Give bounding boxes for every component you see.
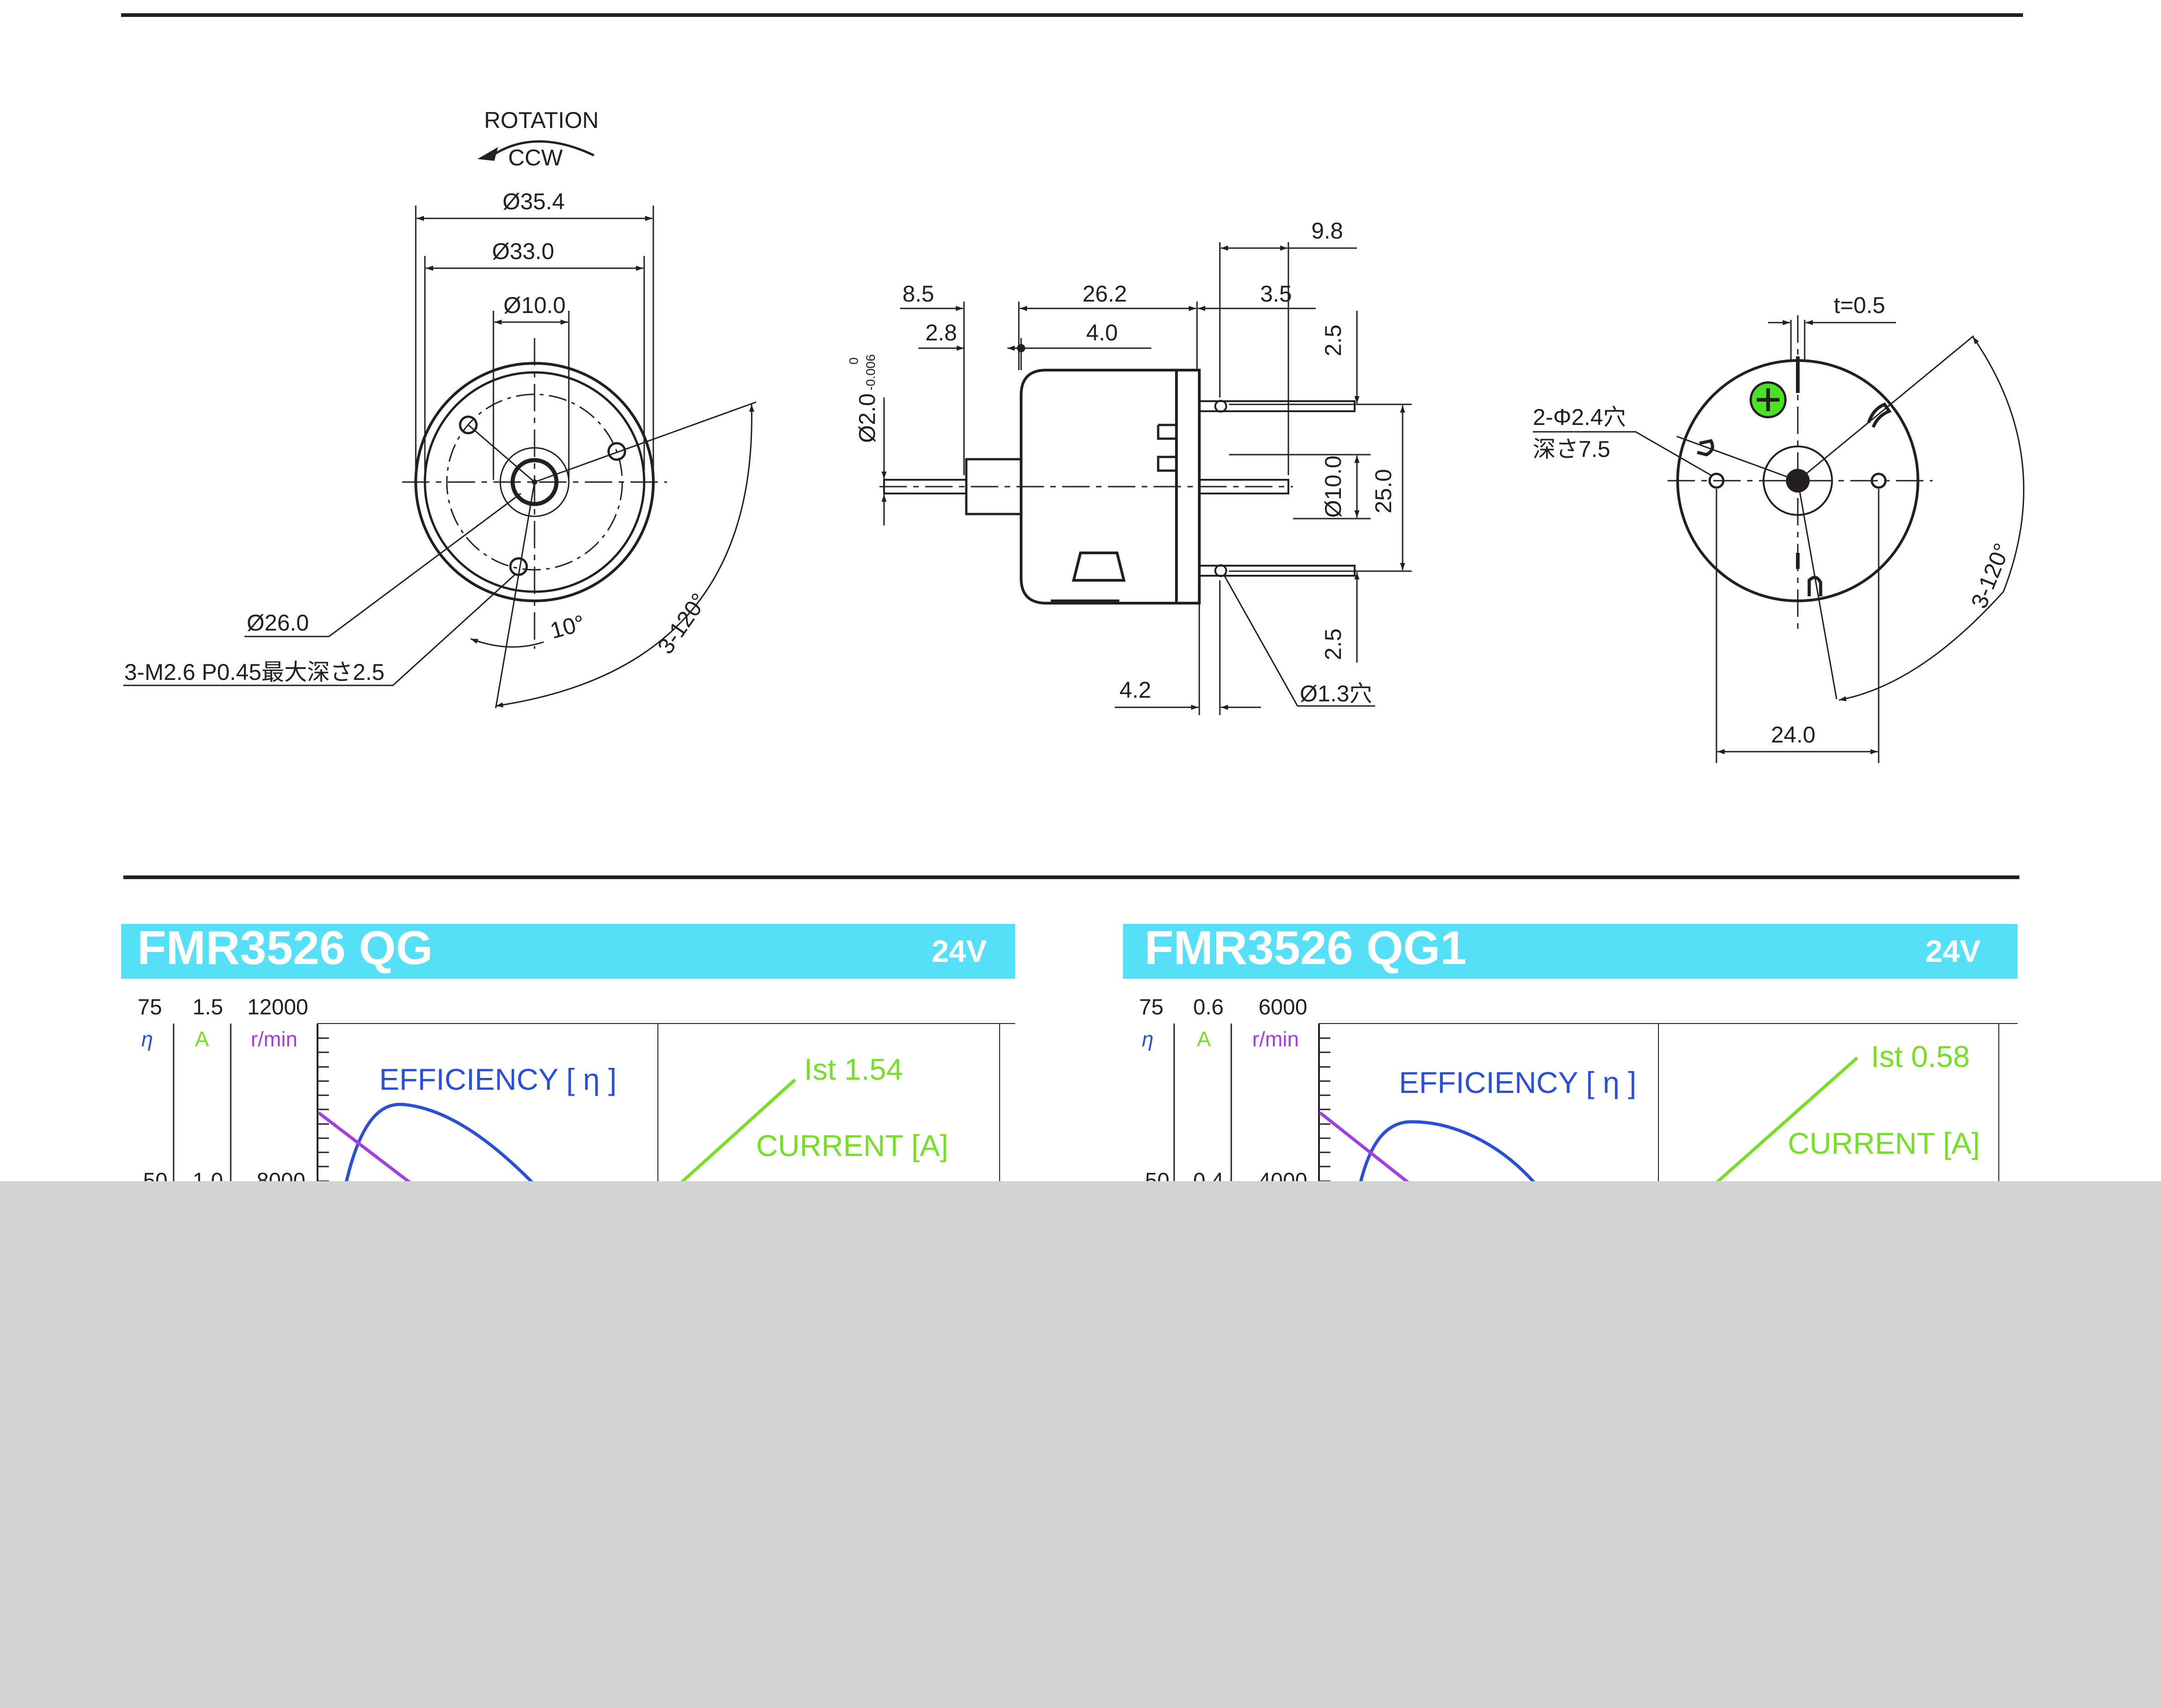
rear-thickness: t=0.5	[1834, 292, 1886, 318]
panel-model-qg1: FMR3526 QG1	[1144, 922, 1467, 975]
rear-boss	[1763, 446, 1833, 516]
dim-pcd: Ø26.0	[247, 610, 309, 636]
eta-top-qg: 75	[138, 995, 162, 1019]
dim-9-8: 9.8	[1311, 218, 1343, 244]
efficiency-curve-qg1	[1357, 1120, 1536, 1188]
rear-view: t=0.5 2-Φ2.4穴 深さ7.5 3-120° 24.0	[1533, 292, 2024, 763]
speed-curve-qg1	[1319, 1111, 1411, 1185]
rotation-label: ROTATION	[484, 107, 599, 133]
side-body	[1020, 369, 1178, 605]
screw-note: 3-M2.6 P0.45最大深さ2.5	[124, 659, 385, 685]
leader-pcd	[244, 493, 521, 637]
front-screw-hole-1	[459, 415, 478, 435]
dim-dia-outer: Ø35.4	[503, 189, 565, 214]
performance-panel-qg1: FMR3526 QG1 24V 75 0.6 6000 η A r/min 50…	[1123, 922, 2018, 1193]
dim-dia-boss: Ø10.0	[503, 292, 566, 318]
rear-slot-1	[1697, 439, 1714, 456]
front-view: ROTATION CCW Ø35.4 Ø33.0 Ø10.0	[123, 107, 757, 709]
dim-4-0: 4.0	[1086, 320, 1118, 345]
efficiency-label-qg1: EFFICIENCY [ η ]	[1399, 1066, 1637, 1099]
rotation-direction: CCW	[508, 145, 563, 170]
panel-voltage-qg1: 24V	[1925, 934, 1981, 969]
angle-arc-120	[495, 404, 755, 708]
rear-hole-note-1: 2-Φ2.4穴	[1533, 404, 1626, 430]
dim-dia-body: Ø33.0	[492, 239, 554, 264]
rpm-top-qg: 12000	[247, 995, 308, 1019]
panel-header-qg1	[1123, 924, 2018, 979]
rpm-top-qg1: 6000	[1259, 995, 1308, 1019]
rotation-arrow	[490, 140, 595, 158]
dim-2-5-bottom: 2.5	[1320, 628, 1346, 660]
leader-screw	[123, 573, 517, 686]
leader-terminal-hole	[1224, 575, 1375, 707]
current-label-qg: CURRENT [A]	[756, 1129, 948, 1162]
rpm-symbol-qg: r/min	[251, 1027, 297, 1051]
amp-top-qg: 1.5	[193, 995, 223, 1019]
panel-voltage-qg: 24V	[932, 934, 987, 969]
amp-symbol-qg1: A	[1197, 1027, 1211, 1051]
hole-note: Ø1.3穴	[1300, 681, 1372, 706]
dim-2-8: 2.8	[925, 320, 957, 345]
side-terminal-top	[1198, 400, 1356, 412]
efficiency-label-qg: EFFICIENCY [ η ]	[379, 1062, 617, 1096]
rear-angle-arc	[1838, 336, 2024, 701]
angle-120-rear: 3-120°	[1966, 540, 2015, 612]
dim-8-5: 8.5	[902, 281, 934, 307]
dim-26-2: 26.2	[1082, 281, 1127, 307]
rear-hole-left	[1708, 472, 1725, 489]
rear-hole-pitch: 24.0	[1771, 722, 1815, 748]
dim-shaft-tol-lower: -0.006	[863, 354, 878, 390]
grey-overlay	[0, 1181, 2161, 1708]
eta-top-qg1: 75	[1139, 995, 1163, 1019]
eta-symbol-qg1: η	[1142, 1027, 1154, 1051]
dim-2-5-top: 2.5	[1320, 324, 1346, 356]
rear-hole-note-2: 深さ7.5	[1533, 436, 1610, 462]
dim-shaft-tol-upper: 0	[847, 357, 861, 365]
side-endcap-notch	[1157, 424, 1178, 472]
panel-model-qg: FMR3526 QG	[137, 922, 433, 975]
dim-3-5: 3.5	[1260, 281, 1292, 307]
current-curve-qg	[675, 1078, 796, 1188]
amp-top-qg1: 0.6	[1193, 995, 1224, 1019]
efficiency-curve-qg	[343, 1103, 538, 1188]
dim-boss-10: Ø10.0	[1320, 456, 1346, 518]
side-shaft-right	[1198, 479, 1289, 494]
panel-header-qg	[121, 924, 1015, 979]
dim-25-0: 25.0	[1371, 469, 1396, 513]
performance-panel-qg: FMR3526 QG 24V 75 1.5 12000 η A r/min 50…	[121, 922, 1015, 1193]
side-vent	[1072, 552, 1126, 582]
side-view: 8.5 26.2 3.5 2.8 4.0 9.8 2.5 2.5 Ø10.0 2…	[847, 218, 1412, 715]
angle-120-front: 3-120°	[652, 589, 712, 658]
ist-label-qg: Ist 1.54	[804, 1052, 903, 1086]
eta-symbol-qg: η	[141, 1027, 153, 1051]
amp-symbol-qg: A	[195, 1027, 209, 1051]
dim-shaft-dia: Ø2.0	[854, 393, 880, 443]
front-radial-2	[534, 401, 757, 483]
dim-4-2: 4.2	[1119, 677, 1151, 703]
rpm-symbol-qg1: r/min	[1252, 1027, 1299, 1051]
current-label-qg1: CURRENT [A]	[1788, 1126, 1980, 1160]
angle-10: 10°	[547, 610, 588, 644]
rotation-arrowhead	[477, 147, 498, 161]
ist-label-qg1: Ist 0.58	[1871, 1040, 1970, 1073]
leader-rear-hole	[1533, 431, 1711, 476]
speed-curve-qg	[317, 1111, 413, 1185]
current-curve-qg1	[1714, 1056, 1859, 1185]
